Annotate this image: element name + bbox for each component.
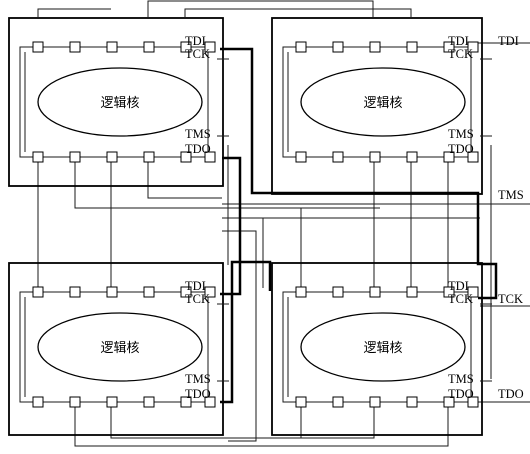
pin-label-tms: TMS: [448, 372, 474, 386]
boundary-cell: [332, 151, 344, 163]
pin-label-tdo: TDO: [185, 142, 211, 156]
logic-core: [300, 312, 466, 382]
boundary-cell: [332, 396, 344, 408]
boundary-cell: [180, 151, 192, 163]
boundary-cell: [369, 396, 381, 408]
chip-outline: [271, 262, 483, 436]
boundary-cell: [69, 41, 81, 53]
boundary-cell: [143, 286, 155, 298]
boundary-cell: [332, 41, 344, 53]
boundary-cell: [406, 396, 418, 408]
pin-label-tck: TCK: [448, 292, 473, 306]
boundary-cell: [69, 396, 81, 408]
boundary-cell: [32, 286, 44, 298]
boundary-cell: [143, 41, 155, 53]
pin-label-tdo: TDO: [448, 142, 474, 156]
boundary-cell: [106, 286, 118, 298]
logic-core-label: 逻辑核: [100, 341, 139, 356]
boundary-cell: [106, 396, 118, 408]
pin-label-tck: TCK: [185, 47, 210, 61]
pin-label-tdi: TDI: [185, 279, 206, 293]
boundary-cell: [332, 286, 344, 298]
boundary-cell: [443, 286, 455, 298]
boundary-cell: [143, 151, 155, 163]
boundary-cell: [32, 41, 44, 53]
pin-label-tms: TMS: [448, 127, 474, 141]
logic-core: [300, 67, 466, 137]
pin-label-tdi: TDI: [448, 34, 469, 48]
chip-outline: [271, 17, 483, 195]
boundary-cell: [369, 151, 381, 163]
logic-core-label: 逻辑核: [363, 341, 402, 356]
logic-core-label: 逻辑核: [100, 96, 139, 111]
boundary-cell: [443, 151, 455, 163]
logic-core: [37, 67, 203, 137]
pin-label-tck: TCK: [448, 47, 473, 61]
boundary-cell: [406, 151, 418, 163]
boundary-cell: [32, 151, 44, 163]
tdi-cell: [204, 41, 216, 53]
boundary-cell: [180, 396, 192, 408]
pin-label-tck: TCK: [185, 292, 210, 306]
boundary-cell: [295, 41, 307, 53]
boundary-cell: [69, 151, 81, 163]
boundary-cell: [369, 286, 381, 298]
tdo-cell: [204, 151, 216, 163]
tdo-cell: [467, 396, 479, 408]
ext-tck-label: TCK: [498, 292, 523, 306]
pin-label-tdo: TDO: [448, 387, 474, 401]
logic-core-label: 逻辑核: [363, 96, 402, 111]
boundary-cell: [295, 151, 307, 163]
boundary-cell: [295, 396, 307, 408]
ext-tdi-label: TDI: [498, 34, 519, 48]
tdi-cell: [467, 286, 479, 298]
pin-label-tdi: TDI: [185, 34, 206, 48]
boundary-cell: [69, 286, 81, 298]
cross-links: [37, 158, 449, 447]
logic-core: [37, 312, 203, 382]
ext-tdo-label: TDO: [498, 387, 524, 401]
boundary-cell: [106, 41, 118, 53]
tdo-cell: [467, 151, 479, 163]
boundary-cell: [143, 396, 155, 408]
boundary-cell: [32, 396, 44, 408]
scan-chain: [220, 47, 498, 404]
tdi-cell: [467, 41, 479, 53]
boundary-cell: [295, 286, 307, 298]
pin-label-tdi: TDI: [448, 279, 469, 293]
tdi-cell: [204, 286, 216, 298]
chip-outline: [8, 262, 224, 436]
boundary-cell: [106, 151, 118, 163]
boundary-cell: [180, 286, 192, 298]
tms-bus: [222, 145, 496, 379]
boundary-cell: [180, 41, 192, 53]
ext-tms-label: TMS: [498, 188, 524, 202]
boundary-cell: [406, 41, 418, 53]
pin-label-tms: TMS: [185, 372, 211, 386]
tdo-cell: [204, 396, 216, 408]
chip-outline: [8, 17, 224, 187]
boundary-cell: [369, 41, 381, 53]
pin-label-tms: TMS: [185, 127, 211, 141]
boundary-cell: [443, 41, 455, 53]
pin-label-tdo: TDO: [185, 387, 211, 401]
boundary-cell: [406, 286, 418, 298]
boundary-cell: [443, 396, 455, 408]
